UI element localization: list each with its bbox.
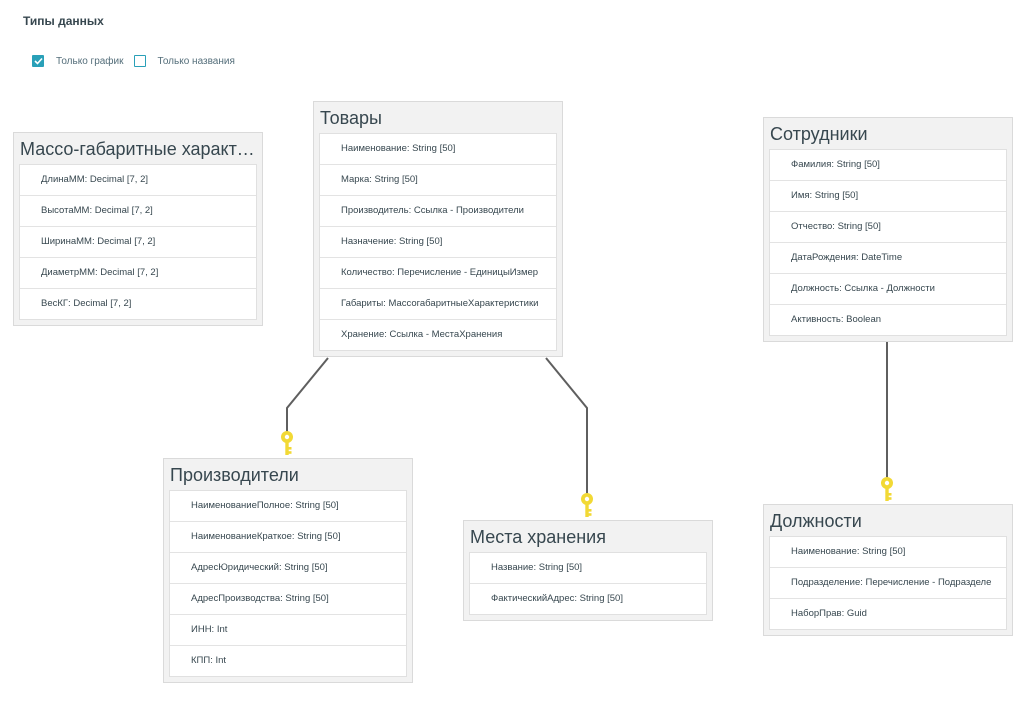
only-graph-checkbox[interactable]: Только график [32, 55, 124, 67]
field-row[interactable]: Отчество: String [50] [770, 211, 1006, 242]
field-row[interactable]: ДатаРождения: DateTime [770, 242, 1006, 273]
field-list: ДлинаММ: Decimal [7, 2] ВысотаММ: Decima… [19, 164, 257, 320]
entity-sotrudniki[interactable]: Сотрудники Фамилия: String [50] Имя: Str… [763, 117, 1013, 342]
field-row[interactable]: ВесКГ: Decimal [7, 2] [20, 288, 256, 319]
field-list: Название: String [50] ФактическийАдрес: … [469, 552, 707, 615]
checkbox-checked-icon[interactable] [32, 55, 44, 67]
field-list: НаименованиеПолное: String [50] Наименов… [169, 490, 407, 677]
field-row[interactable]: Название: String [50] [491, 562, 583, 573]
field-row[interactable]: КПП: Int [170, 645, 406, 676]
entity-dolzhnosti[interactable]: Должности Наименование: String [50] Подр… [763, 504, 1013, 636]
page-title: Типы данных [23, 14, 104, 28]
field-row[interactable]: Фамилия: String [50] [791, 159, 880, 170]
field-row[interactable]: Производитель: Ссылка - Производители [320, 195, 556, 226]
only-names-label: Только названия [157, 55, 235, 67]
entity-title: Должности [770, 511, 862, 531]
field-row[interactable]: ИНН: Int [170, 614, 406, 645]
entity-title: Товары [320, 108, 382, 128]
field-row[interactable]: НаименованиеКраткое: String [50] [170, 521, 406, 552]
field-row[interactable]: Имя: String [50] [770, 180, 1006, 211]
filter-bar: Только график Только названия [32, 55, 235, 67]
only-names-checkbox[interactable]: Только названия [133, 55, 235, 67]
field-row[interactable]: Марка: String [50] [320, 164, 556, 195]
key-icon [281, 431, 293, 455]
field-row[interactable]: ФактическийАдрес: String [50] [470, 583, 706, 614]
field-row[interactable]: Должность: Ссылка - Должности [770, 273, 1006, 304]
field-row[interactable]: Подразделение: Перечисление - Подразделе [770, 567, 1006, 598]
entity-title: Массо-габаритные характе... [20, 139, 257, 159]
entity-title: Производители [170, 465, 299, 485]
field-row[interactable]: Наименование: String [50] [341, 143, 456, 154]
field-row[interactable]: АдресПроизводства: String [50] [170, 583, 406, 614]
entity-massgab[interactable]: Массо-габаритные характе... ДлинаММ: Dec… [13, 132, 263, 326]
field-list: Наименование: String [50] Марка: String … [319, 133, 557, 351]
field-row[interactable]: АдресЮридический: String [50] [170, 552, 406, 583]
field-list: Наименование: String [50] Подразделение:… [769, 536, 1007, 630]
field-row[interactable]: ВысотаММ: Decimal [7, 2] [20, 195, 256, 226]
field-row[interactable]: Наименование: String [50] [791, 546, 906, 557]
field-row[interactable]: НаименованиеПолное: String [50] [191, 500, 339, 511]
field-row[interactable]: Активность: Boolean [770, 304, 1006, 335]
entity-proizvoditeli[interactable]: Производители НаименованиеПолное: String… [163, 458, 413, 683]
key-icon [581, 493, 593, 517]
relation-tovary-mesta[interactable] [545, 357, 593, 517]
field-row[interactable]: НаборПрав: Guid [770, 598, 1006, 629]
field-row[interactable]: ДиаметрММ: Decimal [7, 2] [20, 257, 256, 288]
field-row[interactable]: ДлинаММ: Decimal [7, 2] [41, 174, 148, 185]
field-row[interactable]: Назначение: String [50] [320, 226, 556, 257]
relation-tovary-proizvoditeli[interactable] [281, 357, 329, 455]
field-row[interactable]: ШиринаММ: Decimal [7, 2] [20, 226, 256, 257]
entity-title: Сотрудники [770, 124, 868, 144]
field-row[interactable]: Количество: Перечисление - ЕдиницыИзмер [320, 257, 556, 288]
checkbox-unchecked-icon[interactable] [133, 55, 146, 67]
entity-tovary[interactable]: Товары Наименование: String [50] Марка: … [313, 101, 563, 357]
key-icon [881, 477, 893, 501]
entity-title: Места хранения [470, 527, 606, 547]
relation-sotrudniki-dolzhnosti[interactable] [881, 342, 893, 501]
entity-mesta[interactable]: Места хранения Название: String [50] Фак… [463, 520, 713, 621]
field-list: Фамилия: String [50] Имя: String [50] От… [769, 149, 1007, 336]
field-row[interactable]: Хранение: Ссылка - МестаХранения [320, 319, 556, 350]
field-row[interactable]: Габариты: МассогабаритныеХарактеристики [320, 288, 556, 319]
only-graph-label: Только график [56, 55, 124, 67]
